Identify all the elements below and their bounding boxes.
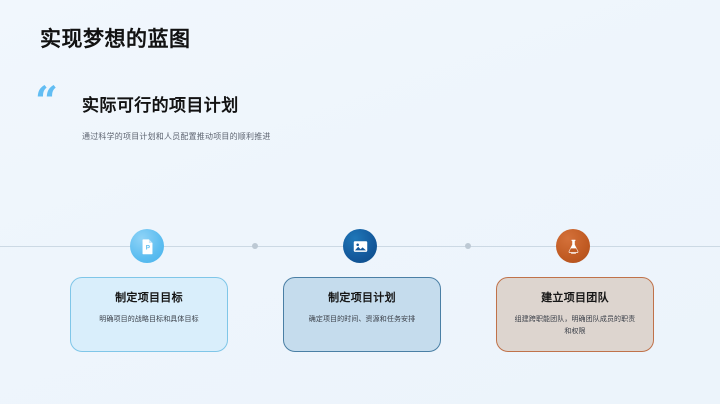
card-title: 建立项目团队 <box>541 292 609 304</box>
card-body: 确定项目的时间、资源和任务安排 <box>308 316 416 323</box>
svg-text:P: P <box>145 244 150 251</box>
image-picture-icon[interactable] <box>343 229 377 263</box>
timeline-dot <box>465 243 471 249</box>
card-title: 制定项目计划 <box>328 292 396 304</box>
section-heading: 实际可行的项目计划 <box>82 96 239 115</box>
step-card[interactable]: 制定项目目标 明确项目的战略目标和具体目标 <box>70 277 228 352</box>
section-subtitle: 通过科学的项目计划和人员配置推动项目的顺利推进 <box>82 132 271 141</box>
card-body: 组建跨职能团队，明确团队成员的职责和权限 <box>514 316 636 335</box>
timeline-dot <box>252 243 258 249</box>
page-title: 实现梦想的蓝图 <box>40 28 191 51</box>
step-card[interactable]: 建立项目团队 组建跨职能团队，明确团队成员的职责和权限 <box>496 277 654 352</box>
card-title: 制定项目目标 <box>115 292 183 304</box>
document-file-icon[interactable]: P <box>130 229 164 263</box>
quote-mark-icon: “ <box>35 78 59 125</box>
step-card[interactable]: 制定项目计划 确定项目的时间、资源和任务安排 <box>283 277 441 352</box>
flask-beaker-icon[interactable] <box>556 229 590 263</box>
card-body: 明确项目的战略目标和具体目标 <box>99 316 199 323</box>
